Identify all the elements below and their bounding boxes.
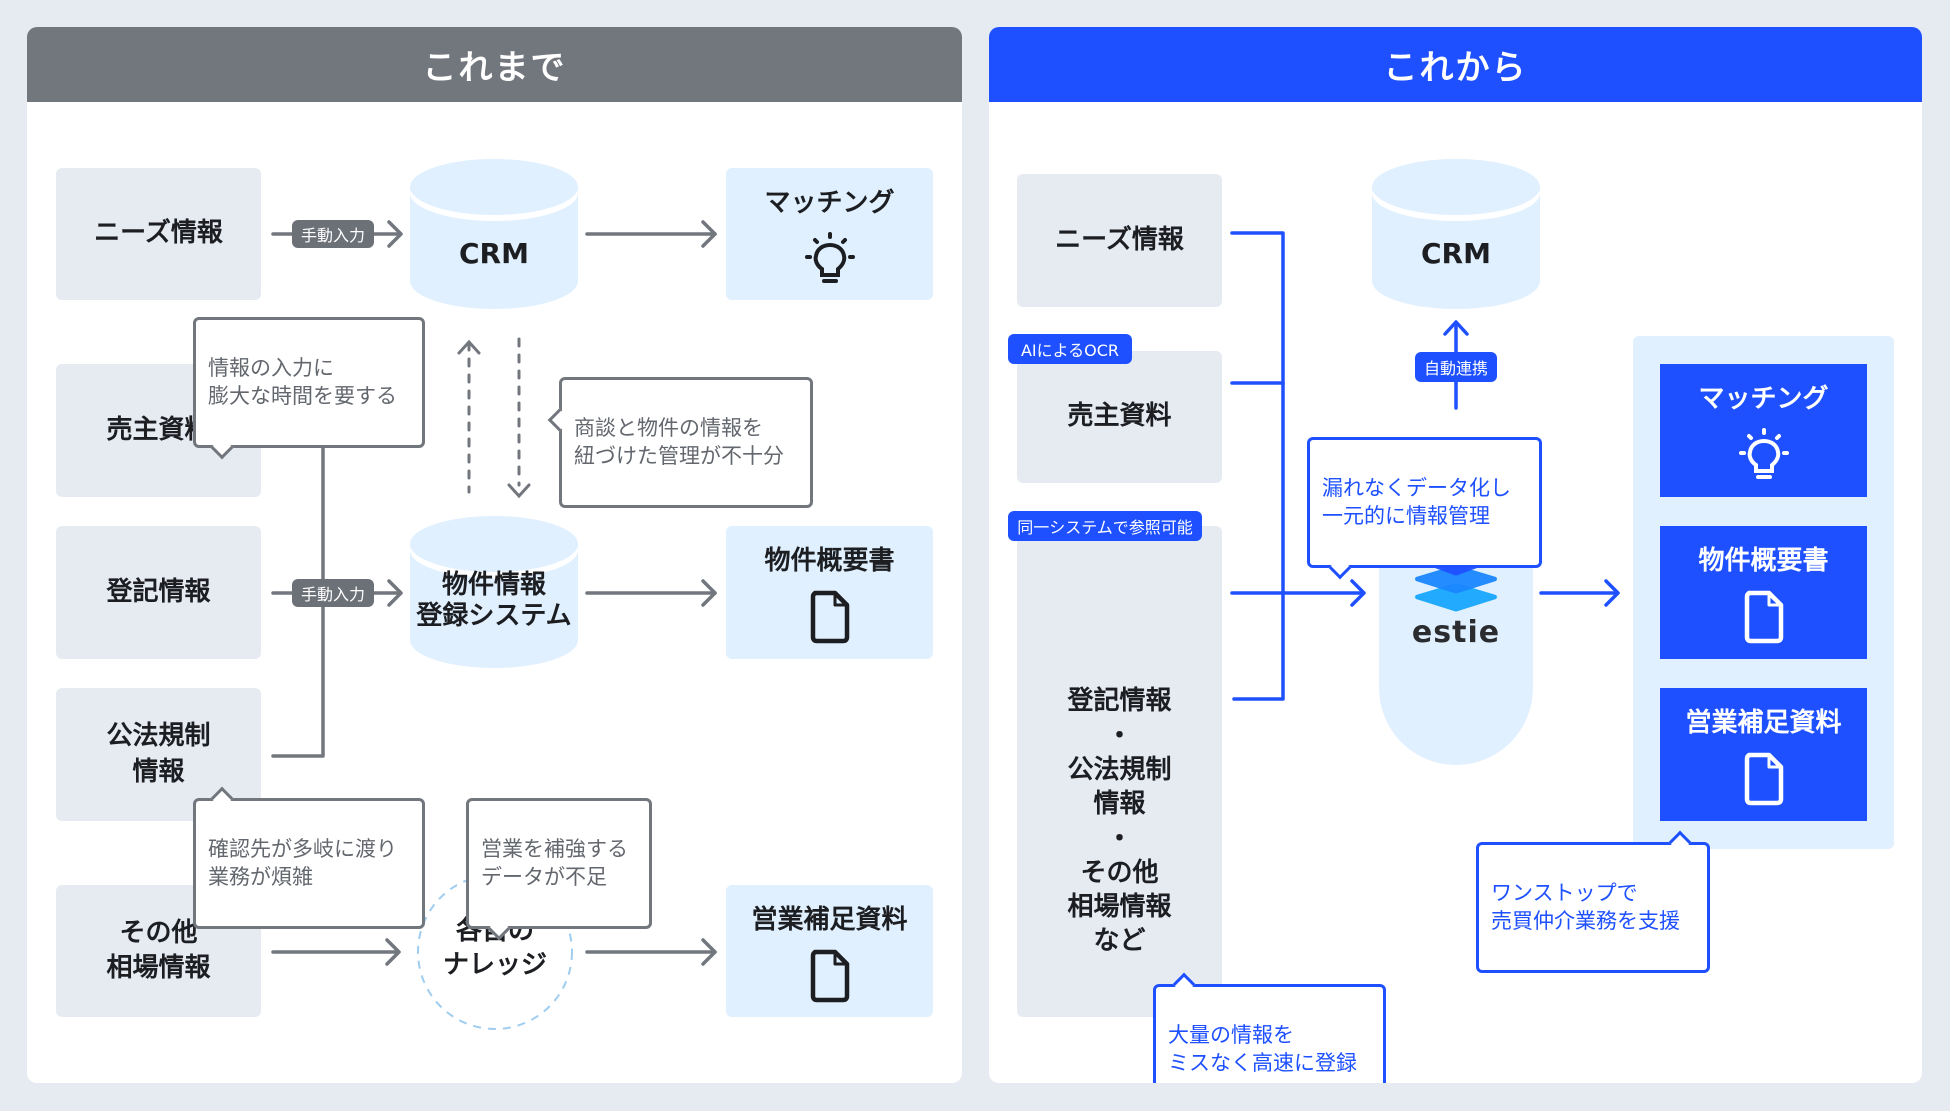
matching-label: マッチング (764, 188, 895, 218)
callout-fast-register: 大量の情報を ミスなく高速に登録 (1153, 972, 1386, 1083)
after-panel: これから ニーズ情報 売主資料 登記情報 ・ 公法規制 情報 ・ その他 相場情… (989, 27, 1922, 1083)
auto-link-tag: 自動連携 (1415, 352, 1497, 382)
callout-unified-management: 漏れなくデータ化し 一元的に情報管理 (1307, 437, 1542, 580)
before-crm-database: CRM (410, 159, 578, 309)
sales-material-label: 営業補足資料 (751, 905, 908, 935)
document-icon (810, 949, 849, 1003)
lightbulb-icon (1738, 428, 1789, 480)
sales-material-label: 営業補足資料 (1685, 708, 1842, 738)
after-output-property-overview: 物件概要書 (1660, 526, 1867, 659)
after-header: これから (989, 27, 1922, 102)
before-source-registry: 登記情報 (56, 526, 261, 659)
after-source-combined: 登記情報 ・ 公法規制 情報 ・ その他 相場情報 など (1017, 526, 1222, 1017)
arrow-head (1350, 579, 1366, 607)
before-output-property-overview: 物件概要書 (726, 526, 933, 659)
arrow-head (387, 220, 403, 248)
document-icon (1744, 590, 1783, 644)
arrow-head (1443, 320, 1469, 336)
before-source-other-market: その他 相場情報 (56, 885, 261, 1017)
property-overview-label: 物件概要書 (764, 546, 895, 576)
before-source-needs: ニーズ情報 (56, 168, 261, 300)
callout-input-time: 情報の入力に 膨大な時間を要する (193, 317, 425, 460)
after-connectors (1230, 231, 1620, 701)
arrow-head (701, 938, 717, 966)
crm-label: CRM (459, 237, 529, 270)
callout-complex: 確認先が多岐に渡り 業務が煩雑 (193, 786, 425, 930)
manual-input-tag: 手動入力 (292, 579, 374, 607)
dashed-down-arrowhead (507, 483, 531, 499)
document-icon (810, 590, 849, 644)
before-panel: これまで (27, 27, 962, 1083)
after-source-seller-docs: 売主資料 (1017, 351, 1222, 483)
callout-data-lack: 営業を補強する データが不足 (466, 798, 652, 941)
before-output-matching: マッチング (726, 168, 933, 300)
after-crm-database: CRM (1372, 159, 1540, 309)
ai-ocr-tag: AIによるOCR (1008, 334, 1132, 364)
dashed-up-arrowhead (457, 339, 481, 355)
estie-wordmark: estie (1411, 615, 1501, 650)
property-registration-system: 物件情報 登録システム (410, 516, 578, 668)
arrow-head (701, 579, 717, 607)
lightbulb-icon (804, 232, 855, 284)
arrow-head (385, 938, 401, 966)
after-output-sales-material: 営業補足資料 (1660, 688, 1867, 821)
crm-label: CRM (1421, 237, 1491, 270)
callout-one-stop: ワンストップで 売買仲介業務を支援 (1476, 830, 1710, 974)
matching-label: マッチング (1698, 384, 1829, 414)
callout-linkage: 商談と物件の情報を 紐づけた管理が不十分 (547, 377, 813, 509)
property-system-label: 物件情報 登録システム (416, 570, 572, 632)
manual-input-tag: 手動入力 (292, 220, 374, 248)
before-header: これまで (27, 27, 962, 102)
arrow-head (701, 220, 717, 248)
arrow-head (387, 579, 403, 607)
after-source-needs: ニーズ情報 (1017, 174, 1222, 307)
before-output-sales-material: 営業補足資料 (726, 885, 933, 1017)
document-icon (1744, 752, 1783, 806)
same-system-tag: 同一システムで参照可能 (1008, 511, 1202, 541)
after-output-matching: マッチング (1660, 364, 1867, 497)
sources-bracket (1230, 231, 1285, 701)
property-overview-label: 物件概要書 (1698, 546, 1829, 576)
arrow-head (1604, 579, 1620, 607)
